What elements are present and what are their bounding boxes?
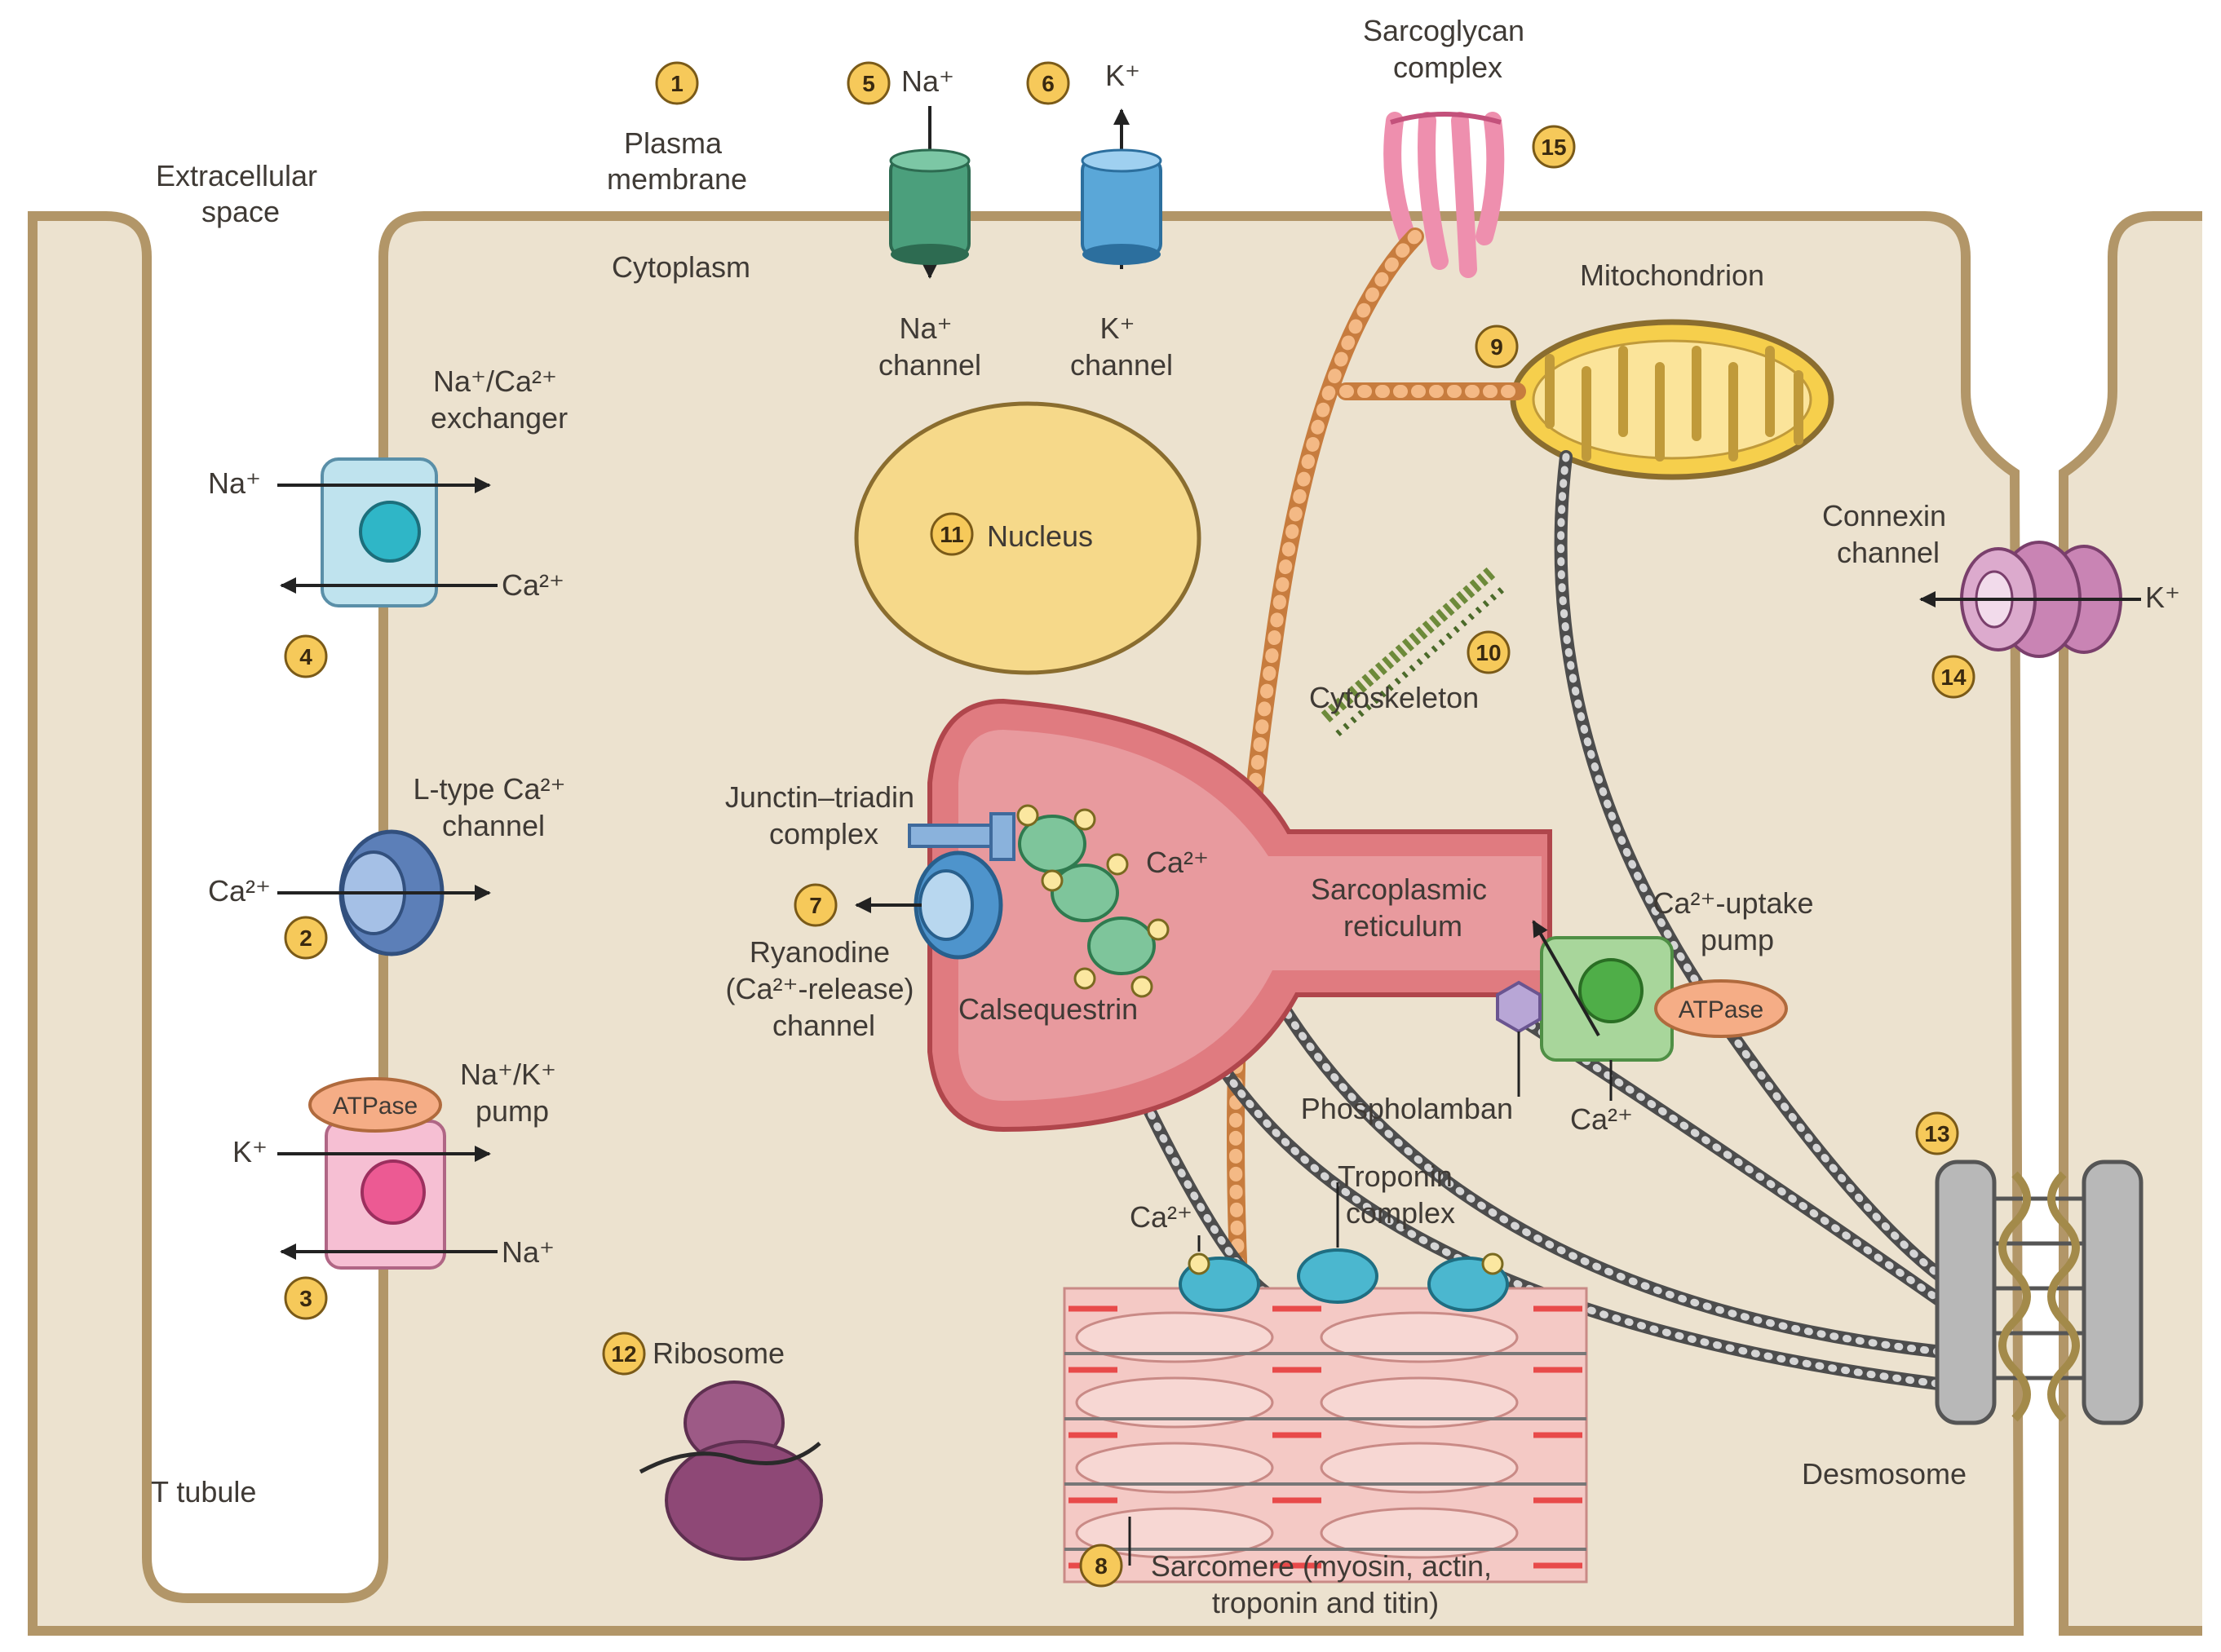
- svg-text:10: 10: [1476, 640, 1501, 665]
- svg-text:9: 9: [1490, 334, 1503, 360]
- exchanger-ca-label: Ca²⁺: [502, 568, 564, 602]
- uptake-pump-label: Ca²⁺-uptake pump: [1652, 886, 1821, 956]
- cytoplasm-label: Cytoplasm: [612, 250, 750, 284]
- troponin-label: Troponin complex: [1338, 1159, 1461, 1230]
- connexin-label: Connexin channel: [1822, 499, 1954, 569]
- svg-text:1: 1: [670, 71, 684, 96]
- ryanodine-label: Ryanodine (Ca²⁺-release) channel: [725, 935, 922, 1042]
- junctin-label: Junctin–triadin complex: [725, 780, 922, 850]
- troponin-complex: Ca²⁺ Troponin complex: [1130, 1159, 1509, 1312]
- serca-atpase-label: ATPase: [1679, 996, 1764, 1023]
- l-type-calcium-channel: L-type Ca²⁺ channel Ca²⁺ 2: [208, 772, 573, 960]
- sarcomere: 8 Sarcomere (myosin, actin, troponin and…: [1063, 1287, 1588, 1619]
- na-top-label: Na⁺: [901, 64, 954, 98]
- calsequestrin-label: Calsequestrin: [958, 992, 1138, 1026]
- sarcoglycan-label: Sarcoglycan complex: [1363, 14, 1533, 84]
- badge-1: 1: [655, 61, 699, 105]
- ltype-label: L-type Ca²⁺ channel: [413, 772, 573, 842]
- svg-text:14: 14: [1940, 665, 1967, 690]
- desmosome-label: Desmosome: [1802, 1457, 1967, 1491]
- ca-uptake-pump: Ca²⁺-uptake pump ATPase Phospholamban Ca…: [1301, 886, 1821, 1136]
- nucleus: 11 Nucleus: [854, 401, 1201, 675]
- na-ca-exchanger: Na⁺/Ca²⁺ exchanger Na⁺ Ca²⁺ 4: [208, 364, 568, 678]
- tropo-ca-label: Ca²⁺: [1130, 1200, 1192, 1234]
- plasma-membrane-label: Plasma membrane: [607, 126, 747, 196]
- svg-text:15: 15: [1541, 135, 1566, 160]
- calsequestrin: Ca²⁺ Calsequestrin: [958, 804, 1209, 1026]
- k-top-label: K⁺: [1105, 59, 1140, 92]
- phospholamban-label: Phospholamban: [1301, 1092, 1513, 1125]
- phospholamban-shape: [1496, 980, 1542, 1034]
- na-channel: 5 Na⁺ Na⁺ channel: [847, 61, 981, 382]
- ryanodine-receptor: Junctin–triadin complex 7 Ryanodine (Ca²…: [725, 780, 1015, 1042]
- k-channel-label: K⁺ channel: [1070, 311, 1173, 382]
- sr-ca-label: Ca²⁺: [1146, 846, 1209, 879]
- ribosome: 12 Ribosome: [602, 1332, 823, 1561]
- sarcoglycan-complex: Sarcoglycan complex 15: [1363, 14, 1576, 278]
- svg-text:6: 6: [1042, 71, 1055, 96]
- svg-text:5: 5: [862, 71, 875, 96]
- svg-text:8: 8: [1095, 1553, 1108, 1579]
- ribosome-label: Ribosome: [653, 1336, 785, 1370]
- sarcoplasmic-reticulum: Sarcoplasmic reticulum: [927, 698, 1552, 1133]
- cytoskeleton: 10 Cytoskeleton: [1309, 565, 1511, 737]
- na-k-pump: Na⁺/K⁺ pump ATPase K⁺ Na⁺ 3: [232, 1058, 564, 1320]
- nak-pump-label: Na⁺/K⁺ pump: [460, 1058, 564, 1128]
- ltype-ca-label: Ca²⁺: [208, 874, 271, 908]
- connexin-channel: Connexin channel K⁺ 14: [1822, 499, 2180, 699]
- k-channel: 6 K⁺ K⁺ channel: [1026, 59, 1173, 382]
- nucleus-label: Nucleus: [987, 519, 1093, 553]
- mitochondrion: Mitochondrion 9: [1475, 258, 1834, 480]
- pump-ca-label: Ca²⁺: [1570, 1102, 1633, 1136]
- svg-text:12: 12: [611, 1341, 636, 1367]
- mitochondrion-label: Mitochondrion: [1580, 258, 1764, 292]
- cytoskeleton-label: Cytoskeleton: [1309, 681, 1479, 714]
- svg-text:7: 7: [809, 893, 822, 918]
- svg-text:13: 13: [1924, 1121, 1949, 1146]
- nak-na-label: Na⁺: [502, 1235, 555, 1269]
- connexin-k-label: K⁺: [2145, 581, 2180, 614]
- exchanger-label: Na⁺/Ca²⁺ exchanger: [431, 364, 568, 435]
- svg-text:2: 2: [299, 925, 312, 951]
- t-tubule-label: T tubule: [151, 1475, 256, 1508]
- nak-k-label: K⁺: [232, 1135, 268, 1168]
- exchanger-na-label: Na⁺: [208, 466, 261, 500]
- desmosome: 13 Desmosome: [1802, 1111, 2144, 1491]
- na-channel-label: Na⁺ channel: [878, 311, 981, 382]
- sarcomere-label: Sarcomere (myosin, actin, troponin and t…: [1151, 1549, 1500, 1619]
- sr-label: Sarcoplasmic reticulum: [1311, 872, 1495, 943]
- svg-text:3: 3: [299, 1286, 312, 1311]
- nak-atpase-label: ATPase: [333, 1093, 418, 1120]
- svg-text:4: 4: [299, 644, 312, 669]
- extracellular-label: Extracellular space: [156, 159, 325, 228]
- svg-text:11: 11: [940, 522, 964, 547]
